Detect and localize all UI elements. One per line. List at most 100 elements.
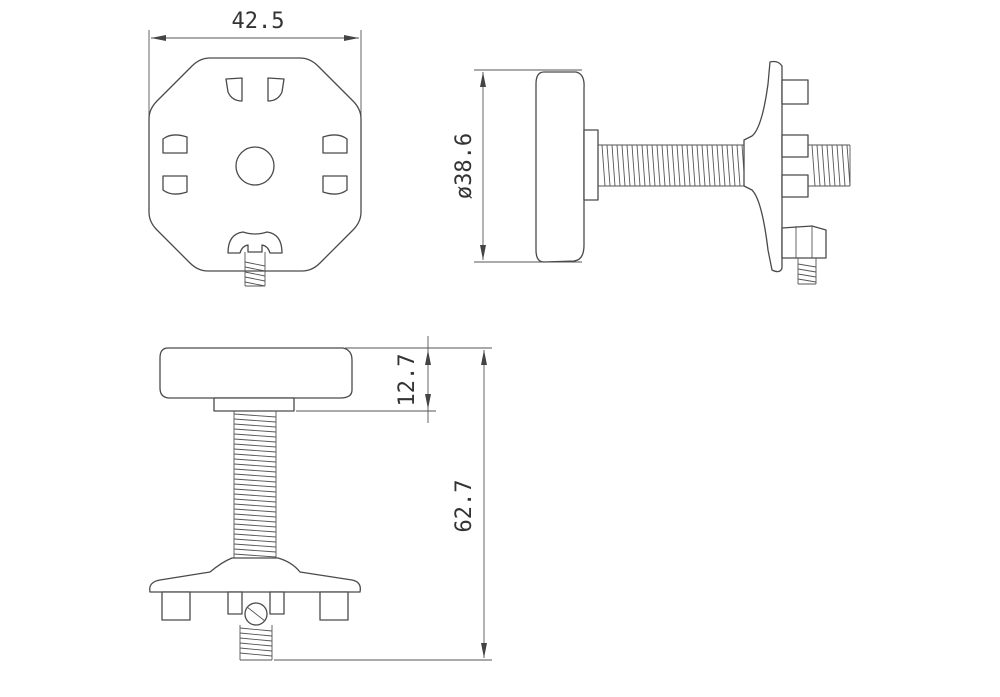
thread-line: [651, 144, 656, 187]
front-threaded-rod: [233, 411, 277, 560]
thread-line: [233, 518, 277, 523]
thread-line: [606, 144, 611, 187]
thread-line: [233, 533, 277, 538]
thread-line: [721, 144, 726, 187]
thread-line: [621, 144, 626, 187]
thread-line: [239, 637, 273, 642]
thread-line: [636, 144, 641, 187]
thread-line: [731, 144, 736, 187]
thread-line: [233, 428, 277, 433]
slot-right-upper: [322, 134, 348, 154]
thread-line: [233, 438, 277, 443]
thread-line: [711, 144, 716, 187]
thread-line: [601, 144, 606, 187]
side-peg-middle-lower: [781, 174, 809, 198]
side-peg-middle-upper: [781, 134, 809, 158]
thread-line: [233, 468, 277, 473]
side-threaded-rod: [598, 144, 746, 187]
thread-line: [239, 647, 273, 652]
thread-line: [661, 144, 666, 187]
top-view-screw: [244, 252, 266, 287]
thread-line: [836, 144, 841, 187]
side-lock-screw: [781, 225, 827, 285]
thread-line: [233, 483, 277, 488]
thread-line: [681, 144, 686, 187]
thread-line: [676, 144, 681, 187]
front-peg-mid-right: [269, 591, 285, 615]
thread-line: [233, 418, 277, 423]
thread-line: [821, 144, 826, 187]
thread-line: [671, 144, 676, 187]
thread-line: [233, 528, 277, 533]
thread-line: [233, 448, 277, 453]
thread-line: [831, 144, 836, 187]
thread-line: [826, 144, 831, 187]
thread-line: [816, 144, 821, 187]
front-peg-right: [319, 591, 349, 621]
thread-line: [233, 498, 277, 503]
thread-line: [233, 443, 277, 448]
thread-line: [239, 627, 273, 632]
thread-line: [233, 453, 277, 458]
slot-top-left: [225, 77, 243, 102]
thread-line: [233, 458, 277, 463]
thread-line: [233, 513, 277, 518]
thread-line: [631, 144, 636, 187]
thread-line: [233, 548, 277, 553]
dimension-diameter: ø38.6: [452, 69, 582, 263]
thread-line: [846, 144, 851, 187]
front-base-plate: [149, 557, 361, 593]
thread-line: [706, 144, 711, 187]
thread-line: [233, 523, 277, 528]
thread-line: [626, 144, 631, 187]
dimension-overall-height-label: 62.7: [452, 480, 477, 533]
thread-line: [616, 144, 621, 187]
thread-line: [656, 144, 661, 187]
dimension-head-height-label: 12.7: [395, 354, 420, 407]
slot-right-lower: [322, 175, 348, 195]
side-collar: [583, 129, 599, 201]
thread-line: [646, 144, 651, 187]
side-view: ø38.6: [452, 60, 851, 285]
thread-line: [233, 423, 277, 428]
thread-line: [701, 144, 706, 187]
thread-line: [736, 144, 741, 187]
keyhole-slot: [227, 231, 283, 254]
front-collar: [213, 397, 295, 412]
thread-line: [696, 144, 701, 187]
thread-line: [233, 508, 277, 513]
top-view: 42.5: [148, 9, 362, 287]
front-peg-left: [161, 591, 191, 621]
dimension-diameter-label: ø38.6: [452, 133, 477, 199]
side-base-plate: [743, 60, 783, 273]
dimension-overall-height: 62.7: [274, 347, 492, 661]
thread-line: [233, 488, 277, 493]
front-peg-mid-left: [227, 591, 243, 615]
thread-line: [239, 652, 273, 657]
thread-line: [233, 493, 277, 498]
thread-line: [233, 478, 277, 483]
thread-line: [233, 543, 277, 548]
octagon-body: [148, 57, 362, 272]
thread-line: [841, 144, 846, 187]
thread-line: [233, 538, 277, 543]
thread-line: [233, 433, 277, 438]
dimension-width-label: 42.5: [232, 9, 285, 34]
slot-top-right: [267, 77, 285, 102]
thread-line: [686, 144, 691, 187]
dimension-width: 42.5: [148, 9, 362, 118]
side-knob-head: [535, 71, 585, 263]
thread-line: [716, 144, 721, 187]
thread-line: [239, 632, 273, 637]
slot-left-upper: [162, 134, 188, 154]
thread-line: [239, 642, 273, 647]
thread-line: [811, 144, 816, 187]
center-boss: [235, 146, 275, 186]
thread-line: [233, 503, 277, 508]
front-knob-head: [159, 347, 353, 399]
side-peg-upper: [781, 79, 809, 105]
thread-line: [691, 144, 696, 187]
front-view: 12.7 62.7: [149, 336, 492, 661]
slot-left-lower: [162, 175, 188, 195]
